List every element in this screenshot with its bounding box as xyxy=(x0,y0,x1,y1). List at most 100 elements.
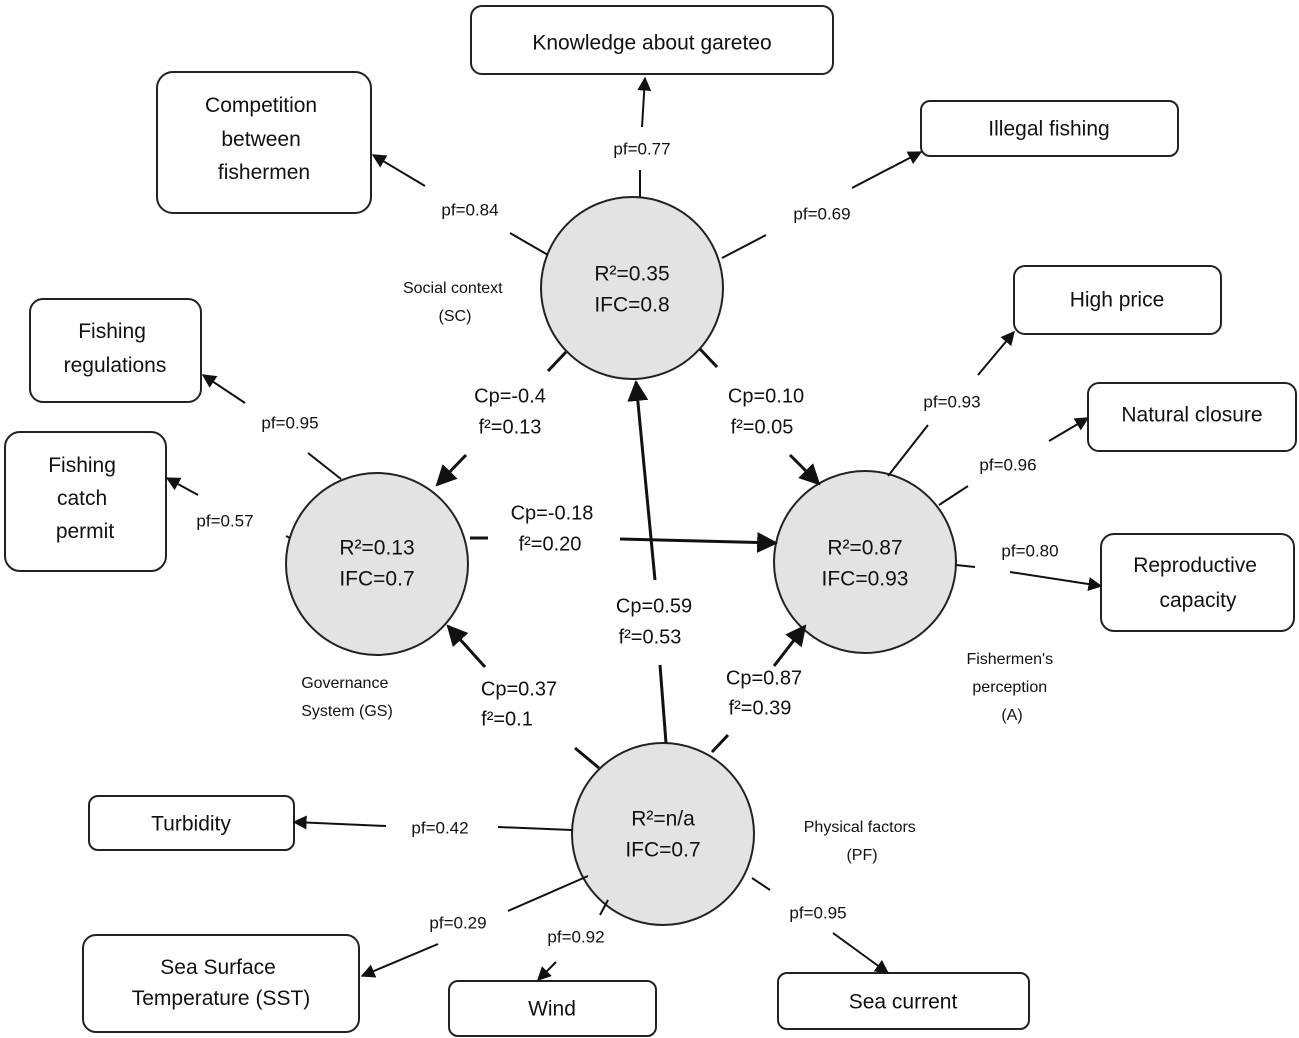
construct-sc-ifc: IFC=0.8 xyxy=(594,294,669,317)
loading-sst-arrow xyxy=(360,943,439,978)
construct-sc-name: Social context (SC) xyxy=(403,280,507,325)
path-sc-a-arrow xyxy=(788,453,821,486)
indicator-competition: Competition between fishermen xyxy=(156,71,372,214)
path-pf-sc-arrow xyxy=(627,379,657,581)
construct-pf-name-line-2: (PF) xyxy=(846,847,877,864)
construct-a-r2: R²=0.87 xyxy=(827,537,902,560)
loading-regulations-arrow xyxy=(201,374,246,404)
path-pf-gs-stub xyxy=(574,746,600,770)
path-pf-a-f2: f²=0.39 xyxy=(729,697,792,719)
loading-permit-arrow xyxy=(165,477,199,496)
indicator-reproductive-line-2: capacity xyxy=(1159,589,1237,612)
loading-natural-closure-stub xyxy=(938,485,969,506)
indicator-illegal-fishing: Illegal fishing xyxy=(920,100,1179,157)
loading-permit-pf: pf=0.57 xyxy=(196,511,253,530)
loading-high-price-arrow xyxy=(977,330,1015,376)
loading-knowledge-arrow xyxy=(637,76,652,128)
loading-natural-closure-arrow xyxy=(1048,417,1090,442)
path-sc-gs-arrow xyxy=(435,453,468,487)
path-pf-gs-cp: Cp=0.37 xyxy=(481,678,557,700)
loading-sst-stub xyxy=(507,875,589,912)
indicator-competition-line-2: between xyxy=(221,128,300,151)
loading-sea-current-pf: pf=0.95 xyxy=(789,903,846,922)
indicator-illegal-fishing-label: Illegal fishing xyxy=(988,118,1109,141)
loading-regulations-stub xyxy=(307,452,342,480)
construct-gs: R²=0.13 IFC=0.7 xyxy=(285,472,469,656)
construct-gs-name-line-2: System (GS) xyxy=(301,703,393,720)
indicator-fishing-regulations: Fishing regulations xyxy=(29,298,202,403)
loading-wind-stub xyxy=(599,899,609,916)
path-gs-a-arrow xyxy=(619,532,779,554)
indicator-knowledge-label: Knowledge about gareteo xyxy=(532,32,771,55)
indicator-regulations-line-2: regulations xyxy=(64,354,167,377)
loading-knowledge-pf: pf=0.77 xyxy=(613,139,670,158)
loading-competition-stub xyxy=(509,232,549,256)
loading-regulations-pf: pf=0.95 xyxy=(261,413,318,432)
indicator-reproductive-line-1: Reproductive xyxy=(1133,554,1257,577)
construct-sc-name-line-1: Social context xyxy=(403,280,503,297)
loading-illegal-arrow xyxy=(851,151,923,189)
indicator-natural-closure: Natural closure xyxy=(1087,382,1297,452)
loading-high-price-pf: pf=0.93 xyxy=(923,392,980,411)
loading-sst-pf: pf=0.29 xyxy=(429,913,486,932)
loading-sea-current-stub xyxy=(751,877,771,891)
indicator-sea-current-label: Sea current xyxy=(849,991,958,1014)
loading-wind-pf: pf=0.92 xyxy=(547,927,604,946)
indicator-sst-line-2: Temperature (SST) xyxy=(132,987,311,1010)
path-sc-a-stub xyxy=(698,347,719,369)
indicator-competition-line-3: fishermen xyxy=(218,161,310,184)
construct-gs-name-line-1: Governance xyxy=(301,675,388,692)
construct-a-name: Fishermen's perception (A) xyxy=(966,651,1057,724)
construct-pf: R²=n/a IFC=0.7 xyxy=(571,742,755,926)
loading-sea-current-arrow xyxy=(832,932,890,974)
indicator-turbidity-label: Turbidity xyxy=(151,813,231,836)
loading-competition-arrow xyxy=(371,154,426,187)
indicator-sea-current: Sea current xyxy=(777,972,1030,1030)
path-sc-gs-stub xyxy=(546,350,568,373)
loading-competition-pf: pf=0.84 xyxy=(441,200,498,219)
path-pf-a-stub xyxy=(710,733,730,754)
loading-reproductive-pf: pf=0.80 xyxy=(1001,541,1058,560)
loading-high-price-stub xyxy=(887,424,929,477)
path-pf-gs-arrow xyxy=(446,624,487,669)
indicator-competition-line-1: Competition xyxy=(205,94,317,117)
indicator-fishing-catch-permit: Fishing catch permit xyxy=(4,431,167,572)
loading-reproductive-stub xyxy=(955,564,976,568)
construct-a-name-line-2: perception xyxy=(972,679,1047,696)
construct-gs-r2: R²=0.13 xyxy=(339,537,414,560)
loading-turbidity-stub xyxy=(497,826,573,831)
path-pf-a-cp: Cp=0.87 xyxy=(726,667,802,689)
construct-a-name-line-3: (A) xyxy=(1001,707,1022,724)
construct-sc: R²=0.35 IFC=0.8 xyxy=(540,196,724,380)
construct-pf-name: Physical factors (PF) xyxy=(804,819,921,864)
path-sc-a-f2: f²=0.05 xyxy=(731,416,794,438)
construct-a-name-line-1: Fishermen's xyxy=(966,651,1053,668)
indicator-wind: Wind xyxy=(448,980,657,1037)
indicator-permit-line-1: Fishing xyxy=(48,454,116,477)
construct-pf-name-line-1: Physical factors xyxy=(804,819,916,836)
indicator-sst-line-1: Sea Surface xyxy=(160,956,276,979)
path-sc-gs-f2: f²=0.13 xyxy=(479,416,542,438)
indicator-knowledge: Knowledge about gareteo xyxy=(470,5,834,75)
loading-turbidity-arrow xyxy=(292,815,387,830)
path-gs-a-cp: Cp=-0.18 xyxy=(511,502,594,524)
indicator-regulations-label: Fishing regulations xyxy=(64,320,167,377)
construct-sc-r2: R²=0.35 xyxy=(594,263,669,286)
loading-wind-arrow xyxy=(537,961,557,981)
indicator-permit-label: Fishing catch permit xyxy=(48,454,122,543)
construct-a-ifc: IFC=0.93 xyxy=(822,568,909,591)
path-pf-sc-f2: f²=0.53 xyxy=(619,626,682,648)
indicator-wind-label: Wind xyxy=(528,998,576,1021)
loading-turbidity-pf: pf=0.42 xyxy=(411,818,468,837)
construct-pf-r2: R²=n/a xyxy=(631,808,695,831)
loading-illegal-pf: pf=0.69 xyxy=(793,204,850,223)
path-sc-a-cp: Cp=0.10 xyxy=(728,385,804,407)
loading-illegal-stub xyxy=(721,234,767,259)
loading-reproductive-arrow xyxy=(1009,571,1103,592)
path-pf-sc-cp: Cp=0.59 xyxy=(616,595,692,617)
indicator-reproductive-capacity: Reproductive capacity xyxy=(1100,533,1295,632)
indicator-reproductive-label: Reproductive capacity xyxy=(1133,554,1263,612)
construct-gs-name: Governance System (GS) xyxy=(301,675,393,720)
path-gs-a-f2: f²=0.20 xyxy=(519,533,582,555)
construct-gs-ifc: IFC=0.7 xyxy=(339,568,414,591)
